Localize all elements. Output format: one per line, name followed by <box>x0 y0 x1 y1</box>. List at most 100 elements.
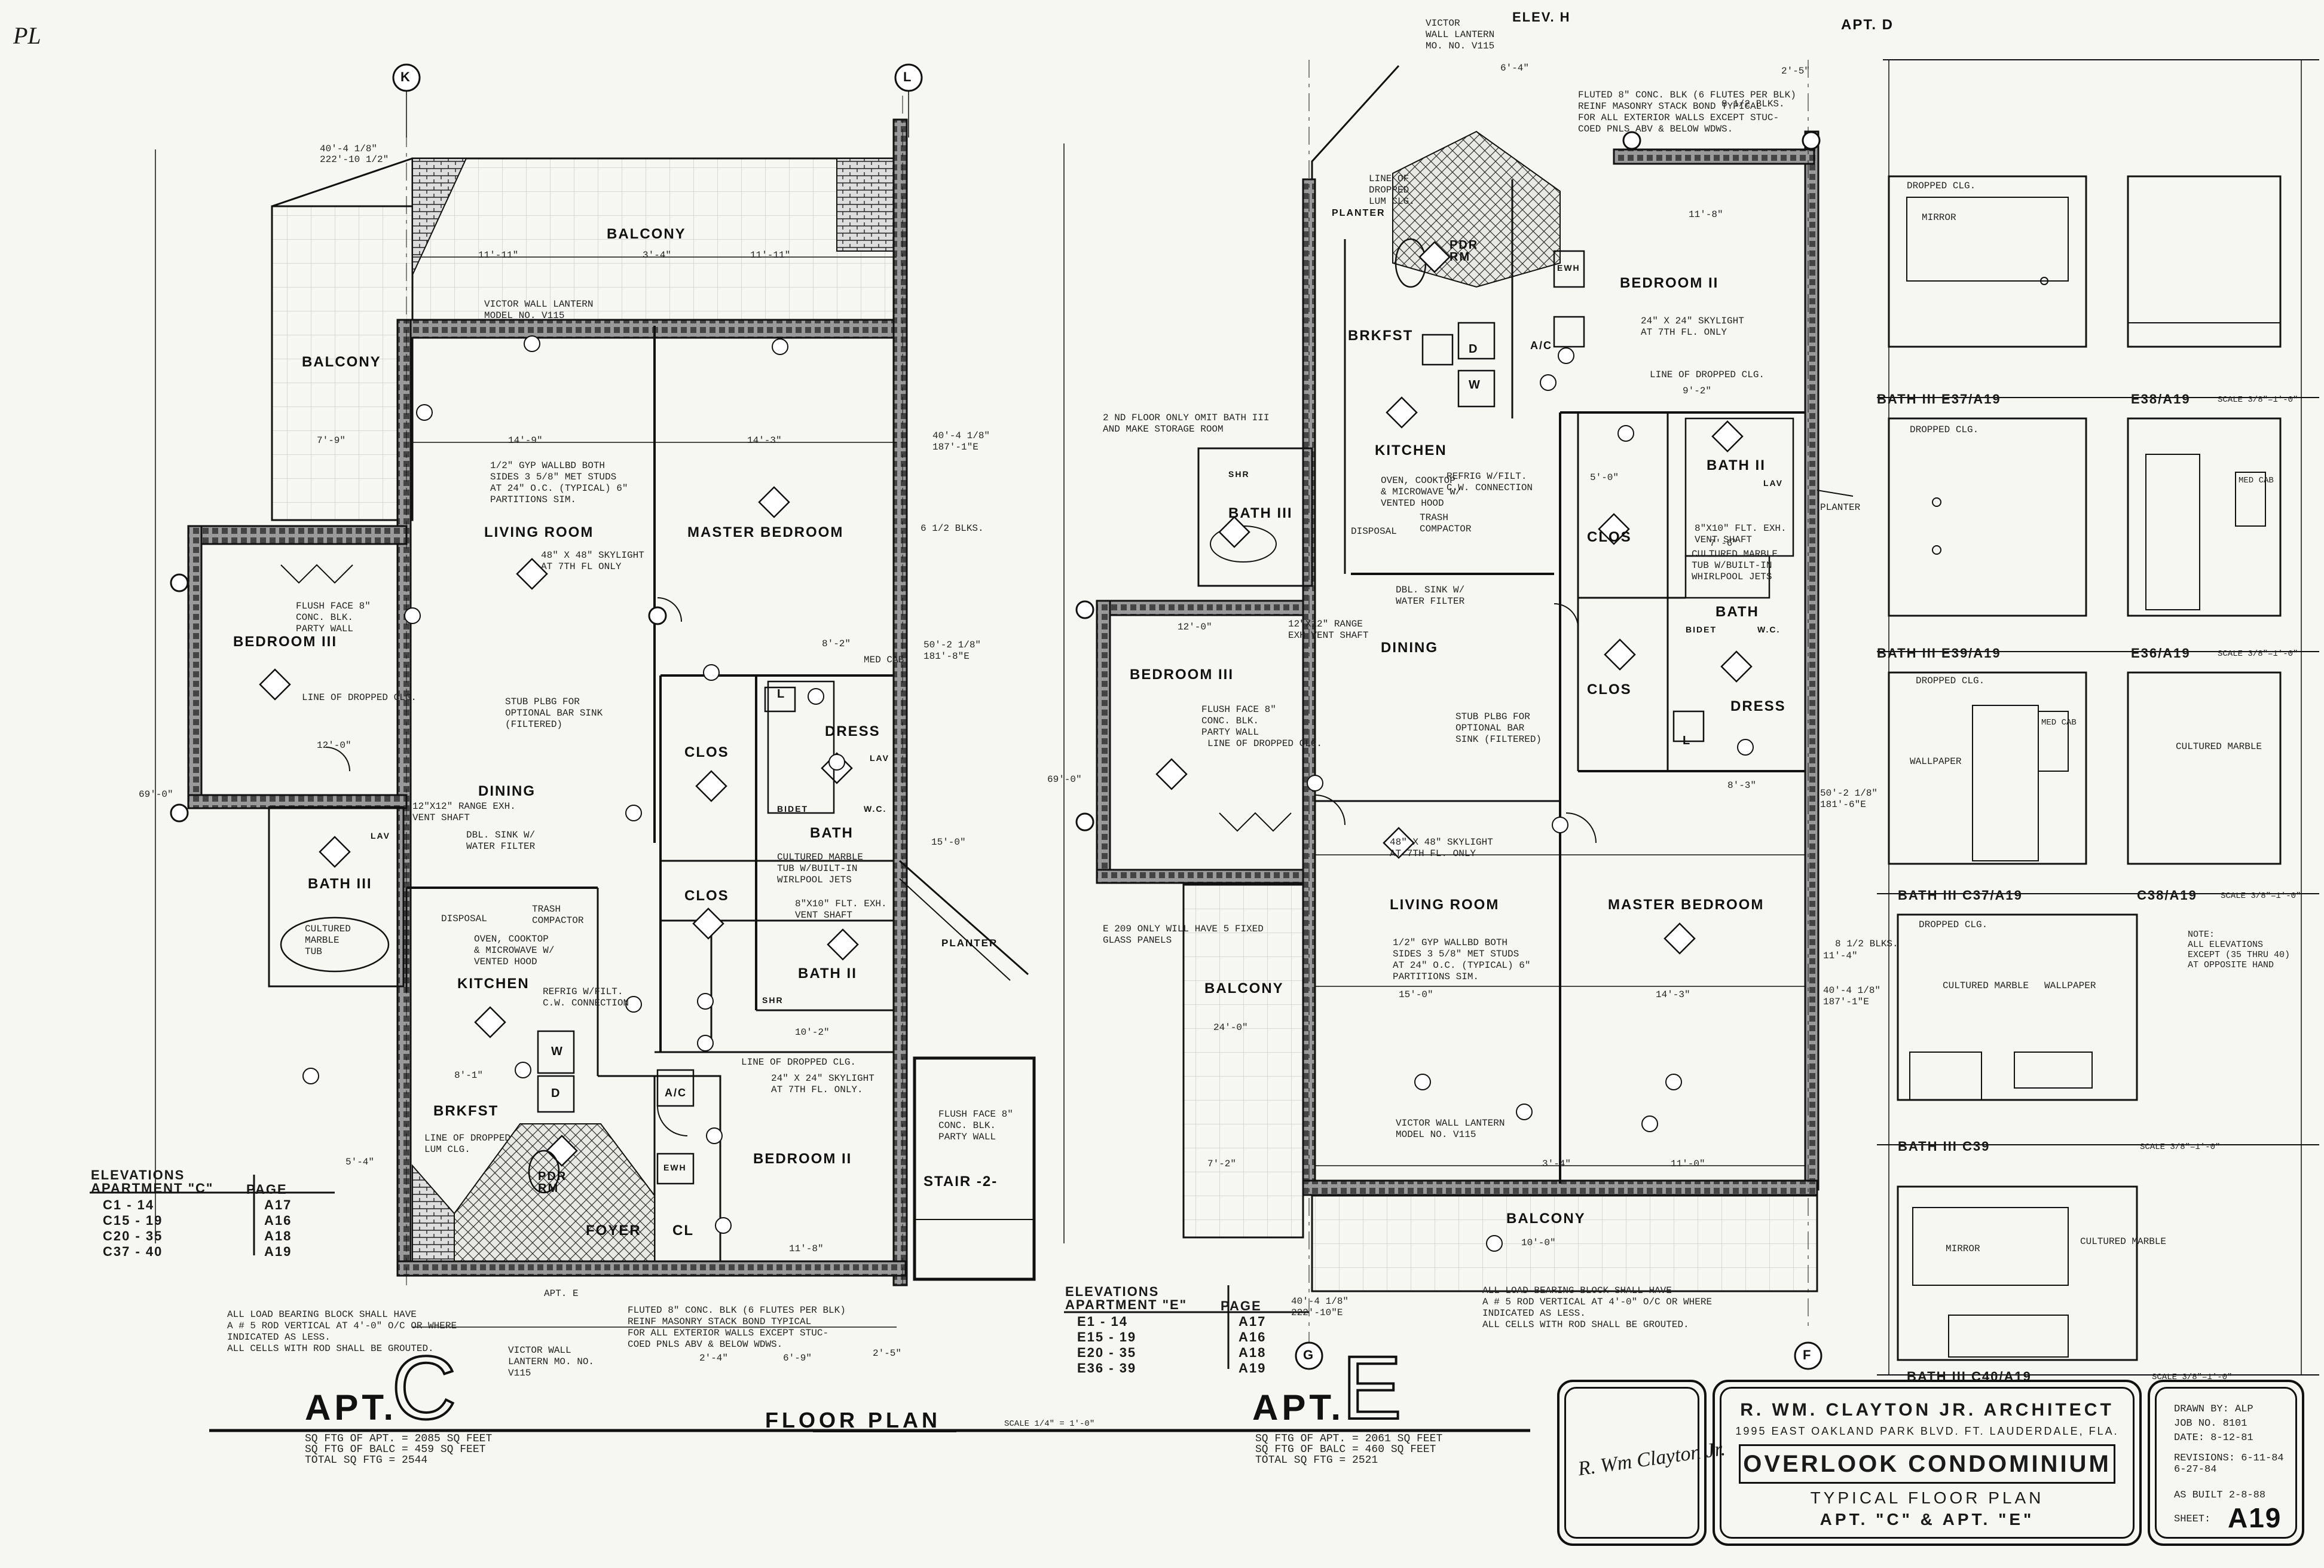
elevations-e-page: A17 <box>1239 1314 1267 1329</box>
apt-e-room-l: L <box>1683 734 1692 747</box>
apt-e-wall-right <box>1804 130 1820 1191</box>
apt-e-room-bath3: BATH III <box>1228 505 1293 521</box>
elevations-e-page: A19 <box>1239 1361 1267 1376</box>
elevations-e-page-heading: PAGE <box>1221 1298 1262 1313</box>
apt-c-room-lav-1: LAV <box>371 831 390 840</box>
elevations-c-range: C20 - 35 <box>103 1228 163 1243</box>
architect-name: R. WM. CLAYTON JR. ARCHITECT <box>1740 1400 2114 1420</box>
apt-d-label: APT. D <box>1841 17 1894 33</box>
drawn-by: DRAWN BY: ALP <box>2174 1404 2253 1415</box>
apt-e-room-shr: SHR <box>1228 469 1250 479</box>
apt-c-room-master: MASTER BEDROOM <box>687 524 844 540</box>
apt-c-room-bidet: BIDET <box>777 804 808 814</box>
apt-c-note-exh-shaft: 8"X10" FLT. EXH. VENT SHAFT <box>795 898 887 921</box>
apt-c-dim-5: 11'-11" <box>750 250 791 261</box>
elevations-e-page: A18 <box>1239 1345 1267 1360</box>
apt-c-dim-4: 3'-4" <box>643 250 672 261</box>
apt-c-room-l: L <box>777 687 786 701</box>
apt-c-dim-15: 2'-4" <box>699 1353 729 1364</box>
apt-e-note-cultured: CULTURED MARBLE TUB W/BUILT-IN WHIRLPOOL… <box>1692 549 1778 582</box>
apt-c-note-load-bearing: ALL LOAD BEARING BLOCK SHALL HAVE A # 5 … <box>227 1309 457 1354</box>
apt-e-room-master: MASTER BEDROOM <box>1608 897 1765 913</box>
detail-note-3a: DROPPED CLG. <box>1910 424 1979 435</box>
apt-e-dim-12: 7'-6" <box>1710 538 1739 549</box>
apt-e-dim-15: 10'-0" <box>1521 1237 1556 1248</box>
apt-e-dim-22: 11'-4" <box>1823 950 1858 961</box>
detail-note-7a: DROPPED CLG. <box>1919 919 1988 930</box>
apt-c-dim-6: 7'-9" <box>317 435 346 446</box>
apt-e-room-pdr: PDR RM <box>1450 239 1479 264</box>
apt-e-dim-2: 15'-0" <box>1399 989 1433 1000</box>
elevations-c-heading: ELEVATIONS APARTMENT "C" <box>91 1167 214 1196</box>
grid-bubble-k: K <box>400 69 411 84</box>
apt-e-room-bed3: BEDROOM III <box>1130 667 1234 683</box>
elevations-c-page: A17 <box>264 1197 292 1212</box>
apt-e-note-dropped-clg: LINE OF DROPPED CLG. <box>1207 738 1323 749</box>
apt-c-note-skylight-bed2: 24" X 24" SKYLIGHT AT 7TH FL. ONLY. <box>771 1073 874 1095</box>
title-block-info-box: DRAWN BY: ALP JOB NO. 8101 DATE: 8-12-81… <box>2148 1380 2304 1546</box>
apt-e-grid-bubbles <box>1075 131 1822 1370</box>
apt-c-note-apt-e-link: APT. E <box>544 1288 579 1299</box>
apt-c-note-range-exh: 12"X12" RANGE EXH. VENT SHAFT <box>412 801 516 823</box>
detail-scale-6: SCALE 3/8"=1'-0" <box>2221 891 2301 901</box>
apt-e-note-oven: OVEN, COOKTOP & MICROWAVE W/ VENTED HOOD <box>1381 475 1461 509</box>
apt-e-dim-19: 8 1/2 BLKS. <box>1721 99 1785 109</box>
apt-e-dim-11: 5'-0" <box>1590 472 1619 483</box>
apt-e-dim-10: 2'-5" <box>1781 66 1811 77</box>
elevations-e-page: A16 <box>1239 1329 1267 1344</box>
apt-e-note-dropped-clg2: LINE OF DROPPED CLG. <box>1650 369 1765 380</box>
apt-e-dim-3: 14'-3" <box>1656 989 1690 1000</box>
apt-c-note-lantern-bottom: VICTOR WALL LANTERN MO. NO. V115 <box>508 1345 595 1379</box>
apt-c-dim-18: 69'-0" <box>139 789 173 800</box>
apt-e-note-planter: PLANTER <box>1820 502 1861 513</box>
apt-e-room-bath: BATH <box>1716 604 1759 620</box>
apt-c-room-bath2: BATH II <box>798 965 857 982</box>
apt-e-dim-7: 11'-8" <box>1689 209 1723 220</box>
apt-e-room-lav: LAV <box>1763 478 1783 488</box>
apt-e-room-balcony-bottom: BALCONY <box>1506 1211 1586 1227</box>
apt-c-dim-7: 14'-9" <box>508 435 543 446</box>
apt-e-entry-tile <box>1392 130 1561 288</box>
apt-c-note-lantern-top: VICTOR WALL LANTERN MODEL NO. V115 <box>484 299 594 321</box>
apt-c-dim-3: 11'-11" <box>478 250 519 261</box>
job-number: JOB NO. 8101 <box>2174 1418 2247 1429</box>
apt-e-note-lantern-bottom: VICTOR WALL LANTERN MODEL NO. V115 <box>1396 1118 1505 1140</box>
apt-c-room-ac: A/C <box>665 1087 687 1099</box>
detail-note-5a: DROPPED CLG. <box>1916 676 1985 686</box>
apt-c-wall-top <box>396 319 904 339</box>
elevations-c-page: A16 <box>264 1213 292 1228</box>
apt-c-room-foyer: FOYER <box>586 1222 641 1239</box>
apt-c-dim-8: 14'-3" <box>747 435 782 446</box>
apt-c-note-oven: OVEN, COOKTOP & MICROWAVE W/ VENTED HOOD <box>474 934 555 967</box>
architect-address: 1995 EAST OAKLAND PARK BLVD. FT. LAUDERD… <box>1735 1425 2119 1437</box>
apt-e-note-omit-bath: 2 ND FLOOR ONLY OMIT BATH III AND MAKE S… <box>1103 412 1270 435</box>
detail-note-7b: CULTURED MARBLE <box>1943 980 2029 991</box>
apt-e-room-d: D <box>1469 343 1479 356</box>
apt-e-note-range-exh: 12"X12" RANGE EXH VENT SHAFT <box>1288 619 1369 641</box>
apt-e-room-w: W <box>1469 378 1481 392</box>
apt-e-room-planter: PLANTER <box>1332 208 1386 218</box>
apt-c-note-fluted: FLUTED 8" CONC. BLK (6 FLUTES PER BLK) R… <box>628 1305 846 1350</box>
apt-e-room-ac: A/C <box>1530 340 1552 351</box>
apt-e-plan <box>1063 60 1854 1351</box>
apt-c-note-trash: TRASH COMPACTOR <box>532 904 584 926</box>
apt-c-note-dbl-sink: DBL. SINK W/ WATER FILTER <box>466 830 536 852</box>
detail-scale-4: SCALE 3/8"=1'-0" <box>2218 649 2298 659</box>
apt-e-note-exh-shaft: 8"X10" FLT. EXH. VENT SHAFT <box>1695 523 1787 545</box>
apt-e-note-load-bearing: ALL LOAD BEARING BLOCK SHALL HAVE A # 5 … <box>1482 1285 1713 1330</box>
apt-e-room-brkfst: BRKFST <box>1348 328 1414 344</box>
title-block-main-box: R. WM. CLAYTON JR. ARCHITECT 1995 EAST O… <box>1713 1380 2142 1546</box>
apt-c-dim-12: 11'-8" <box>789 1243 824 1254</box>
apt-e-room-living: LIVING ROOM <box>1390 897 1500 913</box>
apt-e-dim-5: 3'-4" <box>1542 1159 1571 1169</box>
detail-note-8a: MIRROR <box>1946 1243 1980 1254</box>
apt-c-room-bath3: BATH III <box>308 876 372 892</box>
apt-e-room-clos-1: CLOS <box>1587 529 1632 545</box>
